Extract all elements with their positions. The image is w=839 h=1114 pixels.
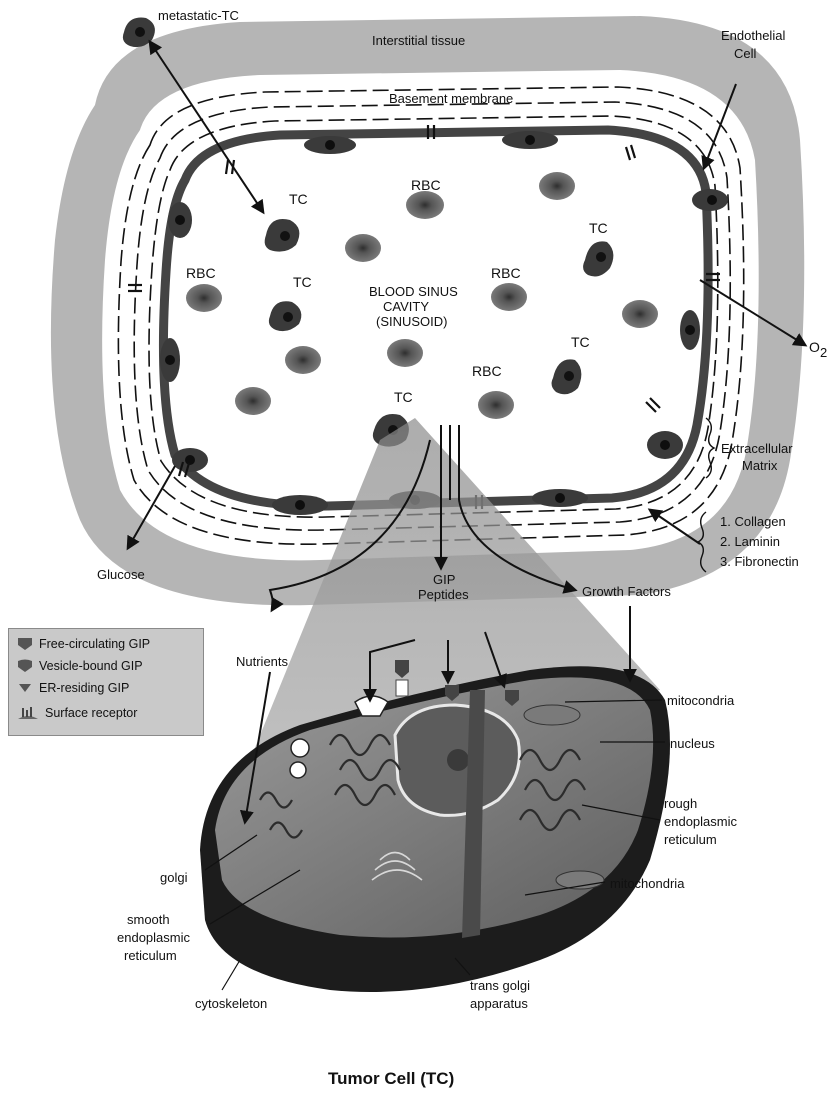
label-rbc: RBC (411, 177, 441, 193)
label-tc: TC (589, 220, 608, 236)
receptor-icon (17, 705, 39, 721)
triangle-icon (17, 681, 33, 695)
label-gip-2: Peptides (418, 587, 469, 602)
label-smooth-2: endoplasmic (117, 930, 190, 945)
legend-item: Free-circulating GIP (17, 637, 150, 651)
label-basement-membrane: Basement membrane (389, 91, 513, 106)
figure-title: Tumor Cell (TC) (328, 1069, 454, 1088)
label-glucose: Glucose (97, 567, 145, 582)
legend-item: Surface receptor (17, 705, 137, 721)
label-sinus-3: (SINUSOID) (376, 314, 448, 329)
legend-label: Vesicle-bound GIP (39, 659, 143, 673)
legend-item: Vesicle-bound GIP (17, 659, 143, 673)
label-rough-3: reticulum (664, 832, 717, 847)
label-ecm-item1: 1. Collagen (720, 514, 786, 529)
label-tc: TC (571, 334, 590, 350)
label-trans-golgi-2: apparatus (470, 996, 528, 1011)
label-golgi: golgi (160, 870, 188, 885)
label-mitochondria: mitochondria (610, 876, 685, 891)
label-tc: TC (394, 389, 413, 405)
label-gip-1: GIP (433, 572, 455, 587)
label-ecm-1: Extracellular (721, 441, 793, 456)
label-trans-golgi-1: trans golgi (470, 978, 530, 993)
label-interstitial-tissue: Interstitial tissue (372, 33, 465, 48)
label-endothelial-1: Endothelial (721, 28, 785, 43)
legend-label: Free-circulating GIP (39, 637, 150, 651)
label-sinus-1: BLOOD SINUS (369, 284, 458, 299)
pentagon-icon (17, 637, 33, 651)
label-ecm-2: Matrix (742, 458, 778, 473)
legend: Free-circulating GIP Vesicle-bound GIP E… (8, 628, 204, 736)
label-tc: TC (293, 274, 312, 290)
label-nucleus: nucleus (670, 736, 715, 751)
label-endothelial-2: Cell (734, 46, 757, 61)
label-ecm-item3: 3. Fibronectin (720, 554, 799, 569)
label-o2-subscript: 2 (820, 345, 827, 360)
label-nutrients: Nutrients (236, 654, 289, 669)
label-rough-1: rough (664, 796, 697, 811)
label-sinus-2: CAVITY (383, 299, 429, 314)
label-rbc: RBC (186, 265, 216, 281)
label-smooth-1: smooth (127, 912, 170, 927)
label-rough-2: endoplasmic (664, 814, 737, 829)
label-growth-factors: Growth Factors (582, 584, 671, 599)
label-mitocondria: mitocondria (667, 693, 735, 708)
vesicle-icon (17, 659, 33, 673)
legend-item: ER-residing GIP (17, 681, 129, 695)
label-metastatic-tc: metastatic-TC (158, 8, 239, 23)
label-smooth-3: reticulum (124, 948, 177, 963)
label-o2: O (809, 339, 820, 355)
legend-label: Surface receptor (45, 706, 137, 720)
label-ecm-item2: 2. Laminin (720, 534, 780, 549)
legend-label: ER-residing GIP (39, 681, 129, 695)
label-rbc: RBC (491, 265, 521, 281)
label-rbc: RBC (472, 363, 502, 379)
label-cytoskeleton: cytoskeleton (195, 996, 267, 1011)
label-tc: TC (289, 191, 308, 207)
